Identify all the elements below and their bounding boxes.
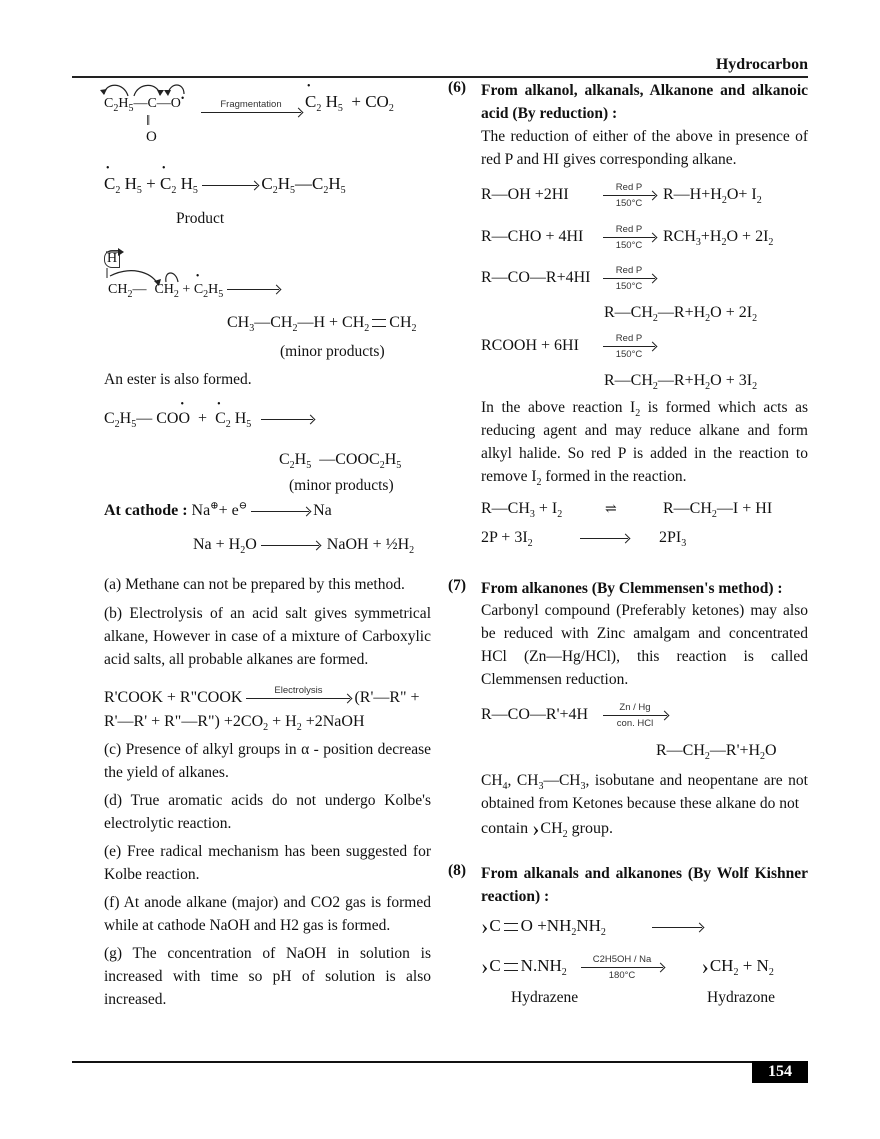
cathode-equation-1: At cathode : Na⊕+ e⊖ Na [104,500,332,519]
equilibrium-arrows-icon: ⇌ [605,502,617,517]
ester-formation-equation: C2H5— COO + C2 H5 [104,399,314,430]
section-7-heading: From alkanones (By Clemmensen's method) … [481,580,783,597]
cathode-equation-2: Na + H2O NaOH + ½H2 [193,536,415,556]
note-e: (e) Free radical mechanism has been sugg… [104,843,431,883]
electron-shift-arrows-icon [106,248,179,286]
product-caption: Product [176,210,225,227]
fragmentation-equation: C2H5—C—O• [100,84,185,114]
note-b: (b) Electrolysis of an acid salt gives s… [104,605,431,668]
ester-product: C2H5 —COOC2H5 [279,451,402,471]
reduction-acid-product: R—CH2—R+H2O + 3I2 [604,372,758,392]
disproportionation-reactants: CH2—CH2 + C2H5 [108,271,279,300]
header-rule [72,76,808,78]
note-g: (g) The concentration of NaOH in solutio… [104,945,431,1008]
section-7-paragraph: Carbonyl compound (Preferably ketones) m… [481,602,808,688]
phosphorus-iodine-eq: 2P + 3I2 2PI3 [481,529,687,549]
fragmentation-arrow: Fragmentation [201,99,301,113]
section-7-number: (7) [448,577,467,594]
iodine-equilibrium-eq: R—CH3 + I2 ⇌ R—CH2—I + HI [481,500,773,520]
radical-coupling-equation: C2 H5 + C2 H5 C2H5—C2H5 [104,163,346,196]
reduction-ketone-product: R—CH2—R+H2O + 2I2 [604,304,758,324]
note-d: (d) True aromatic acids do not undergo K… [104,792,431,832]
angle-bracket-icon: › [532,816,540,841]
page-number: 154 [752,1061,808,1083]
carbonyl-bond: ‖O [146,113,157,145]
section-8-number: (8) [448,862,467,879]
section-7-note: CH4, CH3—CH3, isobutane and neopentane a… [481,772,808,812]
kolbe-mixed-salt-products: R'—R' + R"—R") +2CO2 + H2 +2NaOH [104,713,365,733]
hydrazene-label: Hydrazene [511,989,579,1006]
fragmentation-products: C2 H5 + CO2 [305,81,394,114]
minor-products-caption: (minor products) [280,343,385,360]
running-header-title: Hydrocarbon [715,56,808,73]
footer-rule [72,1061,808,1063]
minor-products-caption-2: (minor products) [289,477,394,494]
kolbe-mixed-salt-equation: R'COOK + R"COOK Electrolysis (R'—R" + [104,684,420,706]
section-8-heading: From alkanals and alkanones (By Wolf Kis… [481,865,808,905]
ester-note: An ester is also formed. [104,371,252,388]
section-6-explanation: In the above reaction I2 is formed which… [481,399,808,488]
note-f: (f) At anode alkane (major) and CO2 gas … [104,894,431,934]
note-a: (a) Methane can not be prepared by this … [104,576,405,593]
electron-shift-arrows-icon [100,84,185,97]
section-7-note-end: contain ›CH2 group. [481,816,613,841]
section-6-intro: The reduction of either of the above in … [481,128,808,168]
section-6-number: (6) [448,79,467,96]
clemmensen-product: R—CH2—R'+H2O [656,742,777,762]
section-6-heading: From alkanol, alkanals, Alkanone and alk… [481,82,808,122]
note-c: (c) Presence of alkyl groups in α - posi… [104,741,431,781]
hydrazone-label: Hydrazone [707,989,775,1006]
hydrogen-atom: H [104,250,121,268]
